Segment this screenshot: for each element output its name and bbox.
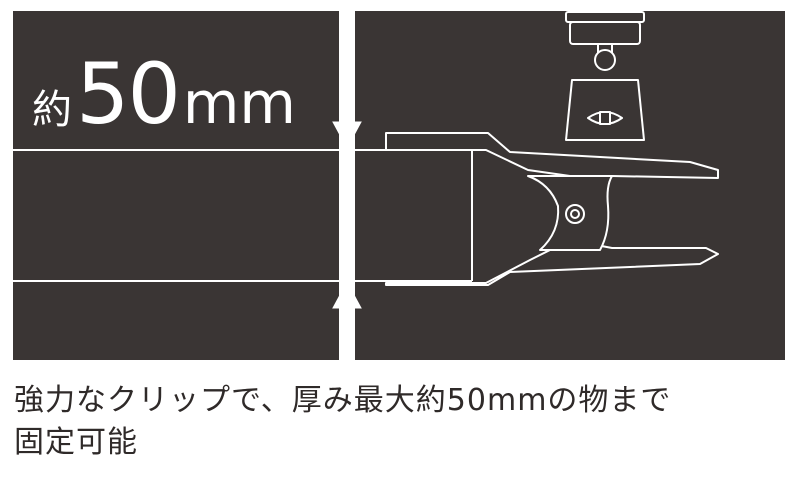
thickness-value: 50 bbox=[76, 45, 181, 143]
thickness-unit: mm bbox=[182, 69, 296, 137]
caption-line-1: 強力なクリップで、厚み最大約50mmの物まで bbox=[14, 383, 672, 418]
product-illustration bbox=[13, 11, 785, 360]
dark-panel-left bbox=[13, 11, 339, 360]
caption: 強力なクリップで、厚み最大約50mmの物まで 固定可能 bbox=[14, 380, 789, 464]
thickness-prefix: 約 bbox=[32, 87, 72, 133]
arrow-up-icon bbox=[332, 280, 362, 360]
caption-line-2: 固定可能 bbox=[14, 425, 138, 460]
arrow-down-icon bbox=[332, 11, 362, 150]
clip-icon bbox=[385, 11, 719, 286]
thickness-label: 約 50 mm bbox=[32, 52, 296, 137]
